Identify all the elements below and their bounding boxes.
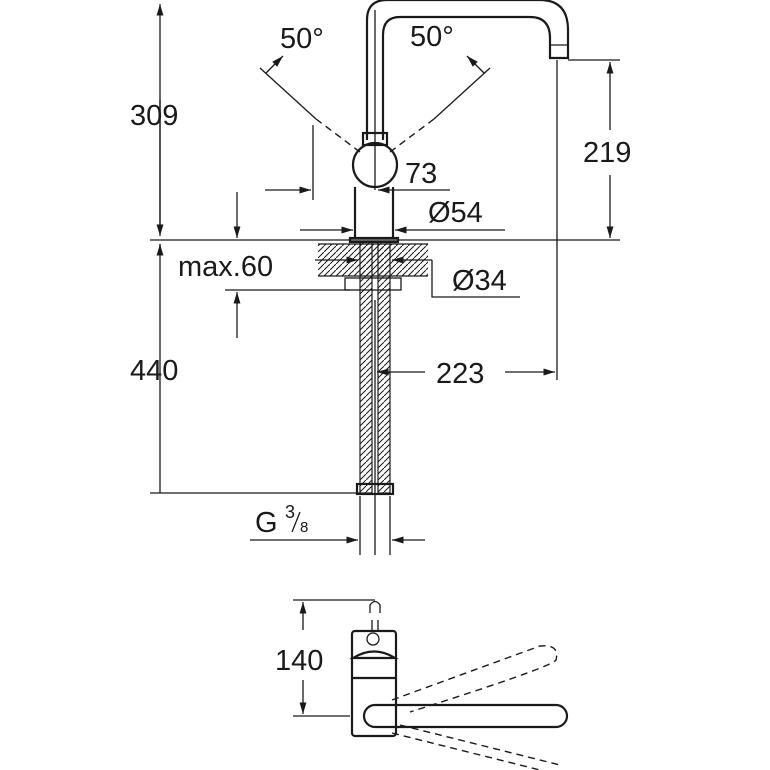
faucet-side-view xyxy=(150,0,620,555)
dim-angle-left: 50° xyxy=(280,23,324,55)
dim-total-height: 309 xyxy=(130,100,178,132)
dim-max-deck: max.60 xyxy=(178,251,273,283)
dim-hole-diameter: Ø34 xyxy=(452,265,507,297)
dim-spout-height: 219 xyxy=(583,137,631,169)
faucet-top-view xyxy=(293,599,569,770)
dim-angle-right: 50° xyxy=(410,21,454,53)
dim-handle-offset: 73 xyxy=(405,158,437,190)
dim-spout-reach: 223 xyxy=(436,358,484,390)
dim-thread: G xyxy=(255,507,278,539)
dim-base-diameter: Ø54 xyxy=(428,197,483,229)
dim-top-view-depth: 140 xyxy=(275,645,323,677)
dim-thread-sup: 3 xyxy=(285,502,295,522)
dim-thread-sub: 8 xyxy=(300,519,308,536)
dimension-lines xyxy=(150,4,620,555)
dim-hose-length: 440 xyxy=(130,355,178,387)
